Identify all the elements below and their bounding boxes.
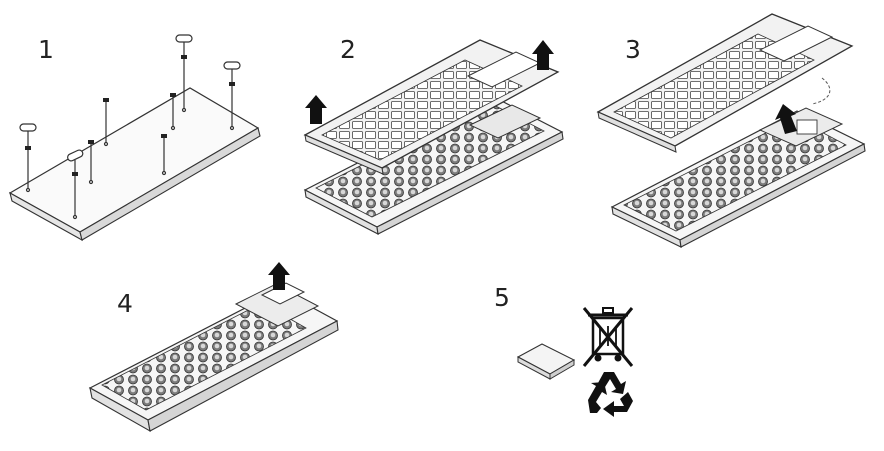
keyboard-lower-housing	[88, 282, 339, 433]
step-5-number: 5	[494, 283, 510, 312]
lift-arrows	[305, 40, 554, 124]
battery-module	[516, 343, 576, 380]
step-4: 4	[88, 262, 339, 433]
step-2-number: 2	[340, 35, 356, 64]
crossed-out-bin-icon	[582, 307, 634, 367]
up-arrow-icon	[775, 104, 797, 134]
keyboard-lower-housing	[610, 107, 866, 248]
step-2: 2	[303, 35, 564, 235]
step-1-number: 1	[38, 35, 54, 64]
step-3-number: 3	[625, 35, 641, 64]
step-4-number: 4	[117, 289, 133, 318]
rubber-foot	[67, 149, 84, 162]
rubber-foot	[19, 123, 37, 132]
keyboard-base-plate	[8, 87, 261, 242]
screw-heads	[25, 55, 235, 176]
rubber-foot	[175, 34, 193, 43]
keyboard-top-panel	[303, 39, 560, 175]
step-1: 1	[8, 34, 261, 242]
up-arrow-icon	[305, 95, 327, 124]
battery-module	[796, 119, 818, 135]
keyboard-top-panel	[596, 13, 854, 153]
recycle-icon	[588, 372, 633, 417]
step-5: 5	[494, 283, 634, 417]
up-arrow-icon	[268, 262, 290, 290]
rubber-foot	[223, 61, 241, 70]
feet-and-screws	[19, 34, 241, 220]
up-arrow-icon	[532, 40, 554, 70]
step-3: 3	[596, 13, 866, 248]
ribbon-cable	[811, 77, 831, 105]
keyboard-lower-housing	[303, 94, 564, 235]
